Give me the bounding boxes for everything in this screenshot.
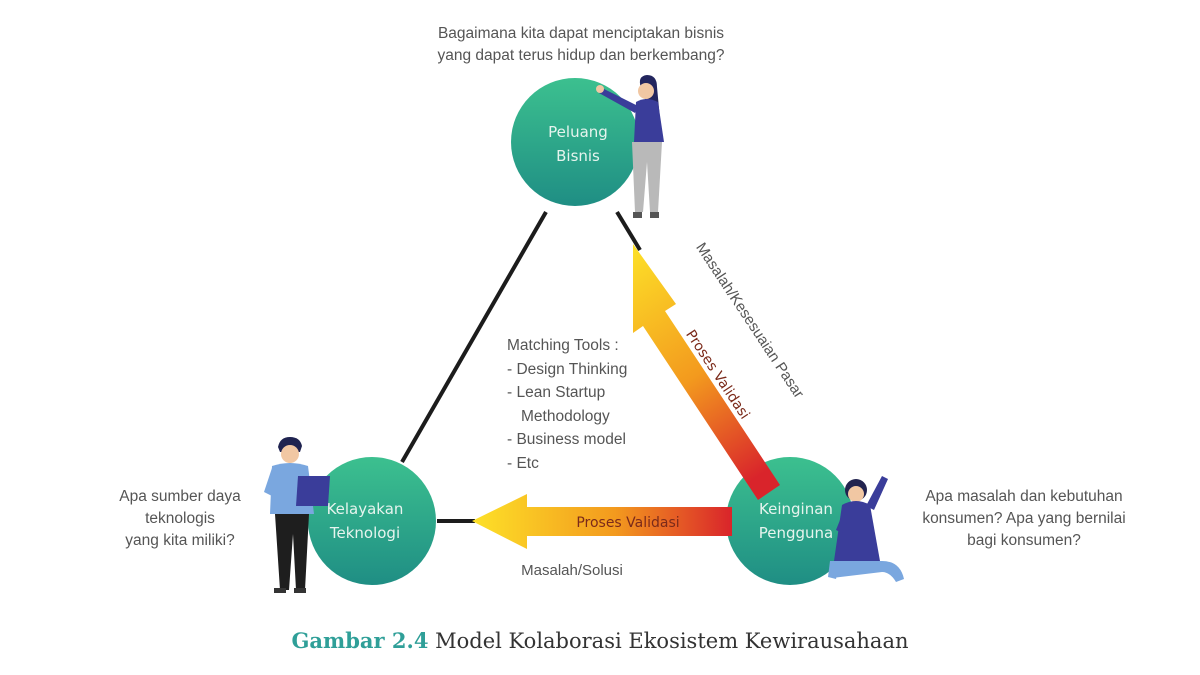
matching-tools-item-2: - Lean Startup (507, 384, 606, 401)
person-left-illustration (264, 437, 330, 593)
validation-arrow-horizontal (472, 494, 732, 549)
question-left-line-3: yang kita miliki? (125, 532, 235, 549)
question-left: Apa sumber daya teknologis yang kita mil… (90, 486, 270, 552)
matching-tools-title: Matching Tools : (507, 337, 619, 354)
question-right-line-2: konsumen? Apa yang bernilai (922, 510, 1126, 527)
node-kelayakan-teknologi (308, 457, 436, 585)
node-left-label-2: Teknologi (329, 524, 400, 542)
edge-top-right (615, 210, 642, 252)
question-left-line-2: teknologis (145, 510, 215, 527)
question-right: Apa masalah dan kebutuhan konsumen? Apa … (888, 486, 1160, 552)
question-right-line-3: bagi konsumen? (967, 532, 1081, 549)
question-right-line-1: Apa masalah dan kebutuhan (925, 488, 1123, 505)
validation-arrow-diagonal (633, 244, 780, 500)
person-right-illustration (828, 476, 904, 582)
figure-title: Model Kolaborasi Ekosistem Kewirausahaan (435, 629, 909, 653)
node-right-label-2: Pengguna (759, 524, 834, 542)
matching-tools-item-5: - Etc (507, 454, 539, 472)
person-top-illustration (596, 75, 664, 218)
node-peluang-bisnis (511, 78, 639, 206)
validation-arrow-horizontal-label: Proses Validasi (576, 515, 679, 531)
matching-tools-item-4: - Business model (507, 431, 626, 448)
node-top-label-2: Bisnis (556, 147, 600, 165)
node-left-label-1: Kelayakan (327, 500, 404, 518)
matching-tools-item-3: Methodology (521, 407, 610, 425)
question-top-line-2: yang dapat terus hidup dan berkembang? (437, 47, 725, 64)
question-top-line-1: Bagaimana kita dapat menciptakan bisnis (437, 25, 725, 42)
node-right-label-1: Keinginan (759, 500, 833, 518)
question-top: Bagaimana kita dapat menciptakan bisnis … (395, 23, 767, 67)
matching-tools: Matching Tools : - Design Thinking - Lea… (507, 334, 627, 475)
edge-bottom-label: Masalah/Solusi (521, 562, 623, 579)
figure-caption: Gambar 2.4 Model Kolaborasi Ekosistem Ke… (0, 628, 1200, 653)
edge-top-left (400, 211, 548, 463)
figure-number: Gambar 2.4 (291, 628, 429, 653)
matching-tools-item-1: - Design Thinking (507, 360, 628, 378)
question-left-line-1: Apa sumber daya (119, 488, 241, 505)
node-top-label-1: Peluang (548, 123, 608, 141)
